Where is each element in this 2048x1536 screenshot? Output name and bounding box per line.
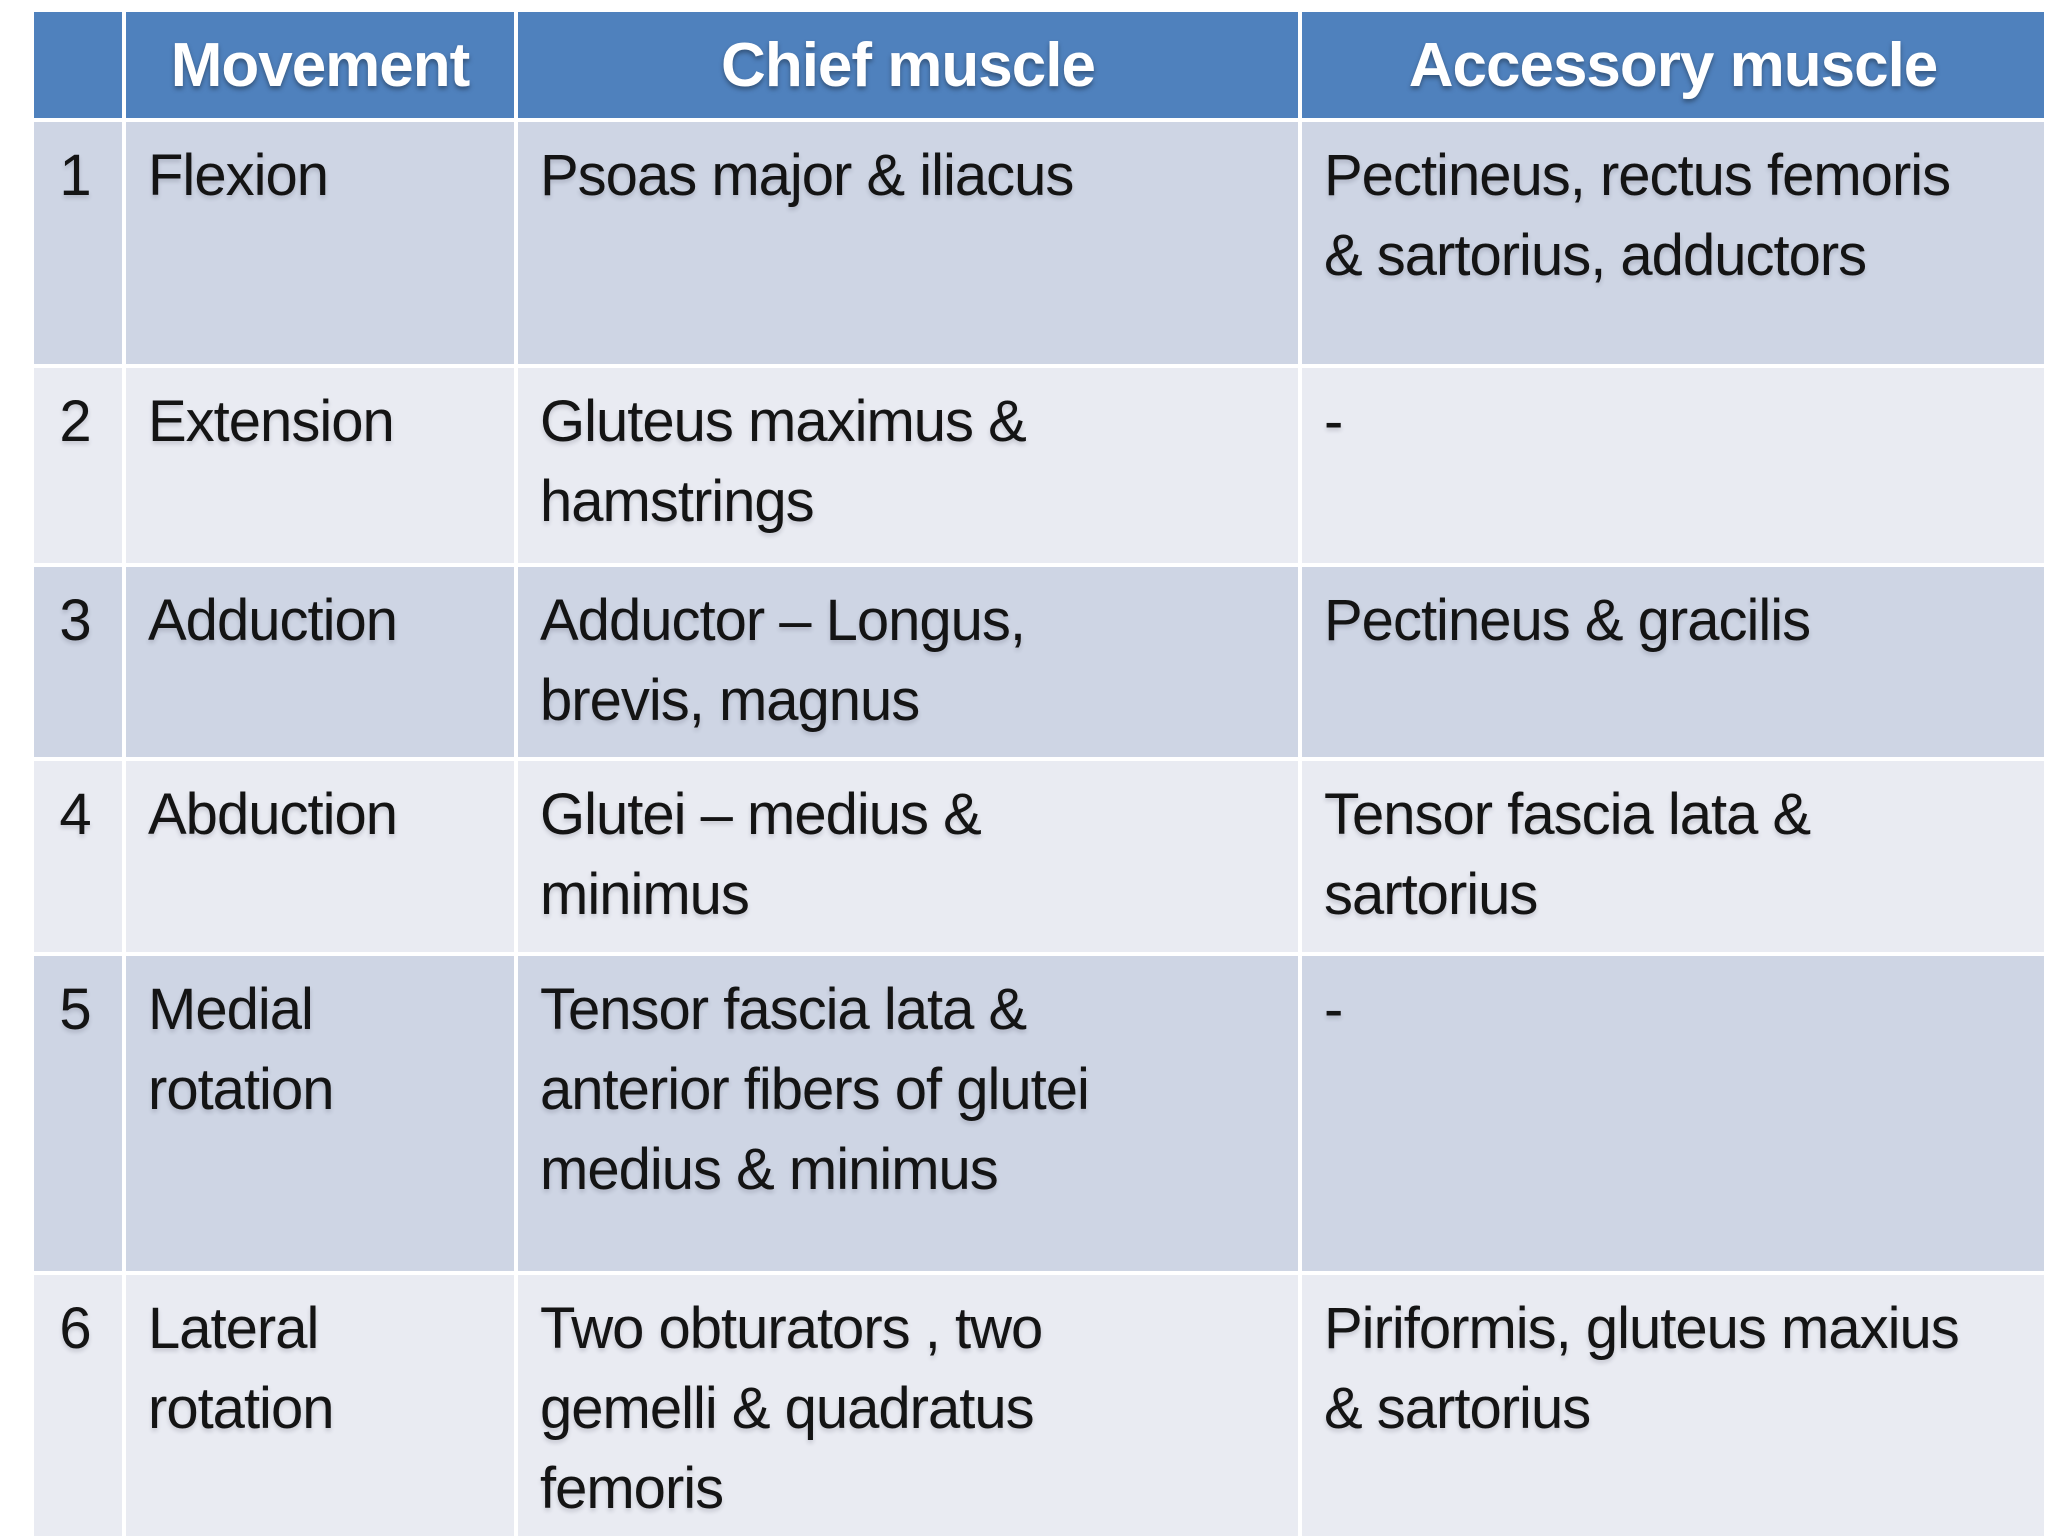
chief-muscle-cell: Glutei – medius & minimus: [518, 761, 1298, 952]
header-cell-accessory-muscle: Accessory muscle: [1302, 12, 2044, 118]
table-row: 1 Flexion Psoas major & iliacus Pectineu…: [34, 122, 2044, 364]
chief-muscle-cell: Psoas major & iliacus: [518, 122, 1298, 364]
chief-muscle-cell: Tensor fascia lata & anterior fibers of …: [518, 956, 1298, 1271]
chief-muscle-cell: Gluteus maximus & hamstrings: [518, 368, 1298, 563]
row-number: 2: [34, 368, 122, 563]
header-cell-chief-muscle: Chief muscle: [518, 12, 1298, 118]
movement-cell: Adduction: [126, 567, 514, 757]
header-cell-number: [34, 12, 122, 118]
row-number: 6: [34, 1275, 122, 1536]
table-row: 2 Extension Gluteus maximus & hamstrings…: [34, 368, 2044, 563]
hip-movement-muscle-table: Movement Chief muscle Accessory muscle 1…: [30, 8, 2048, 1536]
table-row: 5 Medial rotation Tensor fascia lata & a…: [34, 956, 2044, 1271]
chief-muscle-cell: Two obturators , two gemelli & quadratus…: [518, 1275, 1298, 1536]
accessory-muscle-cell: -: [1302, 368, 2044, 563]
accessory-muscle-cell: Piriformis, gluteus maxius & sartorius: [1302, 1275, 2044, 1536]
movement-cell: Abduction: [126, 761, 514, 952]
row-number: 5: [34, 956, 122, 1271]
table-row: 4 Abduction Glutei – medius & minimus Te…: [34, 761, 2044, 952]
movement-cell: Flexion: [126, 122, 514, 364]
table-header-row: Movement Chief muscle Accessory muscle: [34, 12, 2044, 118]
movement-cell: Lateral rotation: [126, 1275, 514, 1536]
accessory-muscle-cell: Pectineus & gracilis: [1302, 567, 2044, 757]
table-row: 6 Lateral rotation Two obturators , two …: [34, 1275, 2044, 1536]
table-row: 3 Adduction Adductor – Longus, brevis, m…: [34, 567, 2044, 757]
accessory-muscle-cell: Pectineus, rectus femoris & sartorius, a…: [1302, 122, 2044, 364]
movement-cell: Extension: [126, 368, 514, 563]
accessory-muscle-cell: -: [1302, 956, 2044, 1271]
accessory-muscle-cell: Tensor fascia lata & sartorius: [1302, 761, 2044, 952]
movement-cell: Medial rotation: [126, 956, 514, 1271]
chief-muscle-cell: Adductor – Longus, brevis, magnus: [518, 567, 1298, 757]
header-cell-movement: Movement: [126, 12, 514, 118]
row-number: 4: [34, 761, 122, 952]
row-number: 1: [34, 122, 122, 364]
row-number: 3: [34, 567, 122, 757]
